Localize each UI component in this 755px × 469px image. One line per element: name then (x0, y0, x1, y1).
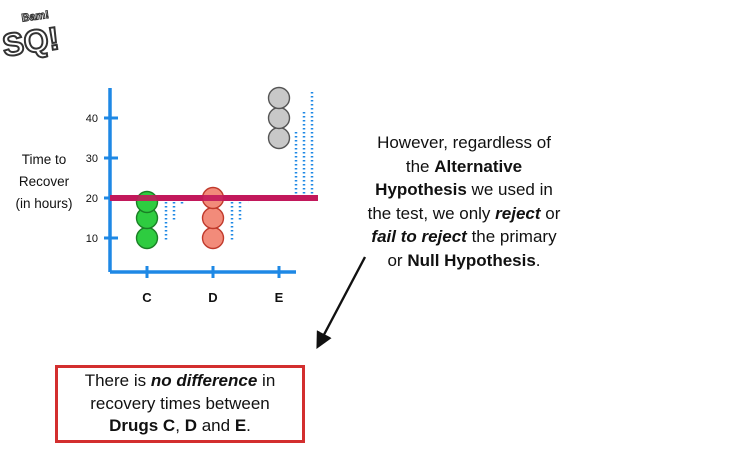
text-run: or (545, 203, 561, 223)
y-tick-label: 30 (86, 153, 98, 165)
data-point (135, 190, 159, 214)
text-run: However, regardless of (377, 133, 551, 152)
text-run: the (405, 156, 430, 176)
x-tick-label: C (142, 290, 152, 305)
text-run: , (175, 416, 180, 436)
explanation-text: However, regardless of the Alternative H… (334, 131, 594, 272)
bold-term: Hypothesis (375, 180, 467, 199)
logo: Bam! SQ! (0, 8, 62, 64)
text-run: or (387, 250, 403, 270)
y-axis-label-line: (in hours) (15, 196, 73, 211)
bold-term: Drugs C (109, 416, 176, 436)
logo-text-large: SQ! (0, 20, 61, 64)
logo-text-small: Bam! (21, 9, 50, 25)
conclusion-box: There is no difference in recovery times… (55, 365, 305, 443)
data-point (267, 106, 291, 130)
text-run: the test, we only (367, 203, 491, 223)
text-run: and (201, 416, 231, 436)
y-axis-label: Time to Recover (in hours) (6, 149, 82, 215)
y-axis-label-line: Time to (21, 152, 67, 167)
bold-term: Null Hypothesis (407, 250, 536, 270)
data-point (201, 206, 225, 230)
data-point (267, 126, 291, 150)
text-run: the primary (471, 227, 557, 246)
bold-term: D (184, 416, 197, 436)
text-run: recovery times between (90, 393, 270, 413)
bold-term: Alternative (434, 156, 523, 176)
bold-italic-term: fail to reject (371, 227, 467, 246)
y-tick-label: 20 (86, 193, 98, 205)
data-point (135, 226, 159, 250)
y-tick-label: 10 (86, 233, 98, 245)
data-point (267, 86, 291, 110)
x-tick-label: E (275, 290, 284, 305)
y-tick-label: 40 (86, 113, 98, 125)
text-run: . (535, 250, 541, 270)
text-run: . (246, 416, 251, 436)
text-run: we used in (471, 180, 553, 199)
data-point (201, 226, 225, 250)
bold-italic-term: reject (495, 203, 541, 223)
text-run: in (262, 371, 276, 391)
y-axis-label-line: Recover (18, 174, 70, 189)
x-tick-label: D (208, 290, 217, 305)
bold-italic-term: no difference (150, 371, 258, 391)
text-run: There is (84, 371, 147, 391)
bold-term: E (234, 416, 247, 436)
chart: 10 20 30 40C D E (86, 86, 318, 305)
